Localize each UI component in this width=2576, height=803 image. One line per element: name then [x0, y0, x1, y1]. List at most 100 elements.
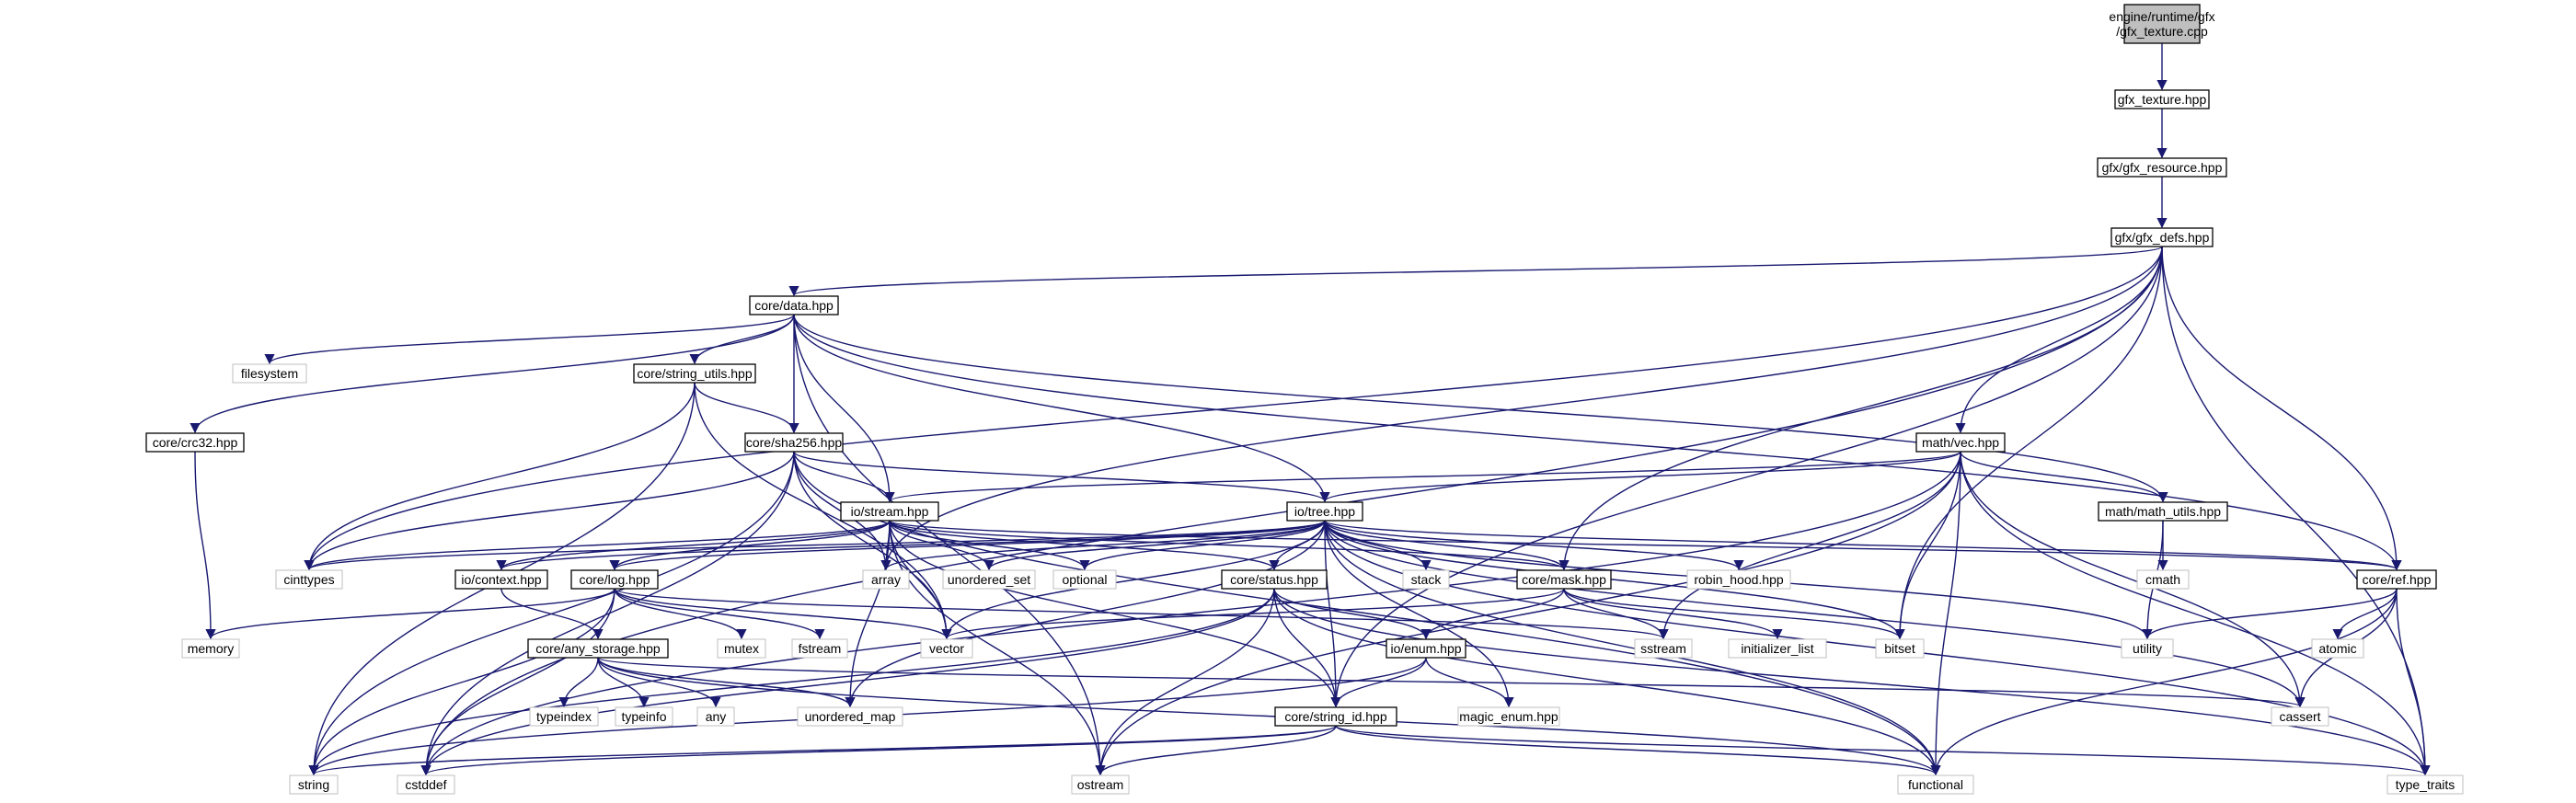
edge-any_storage-to-typeinfo [597, 657, 650, 708]
node-math-vec[interactable]: math/vec.hpp [1915, 432, 2006, 453]
node-root[interactable]: engine/runtime/gfx/gfx_texture.cpp [2109, 4, 2215, 44]
edge-io_context-to-any_storage [500, 588, 604, 640]
edge-string_id-to-ostream [1095, 725, 1337, 776]
node-label: core/mask.hpp [1522, 572, 1606, 587]
edge-io_tree-to-optional [1079, 520, 1326, 571]
edge-core_status-to-string_id [1273, 588, 1341, 708]
node-box [615, 706, 673, 727]
node-label: atomic [2318, 641, 2356, 656]
edge-core_mask-to-vector [941, 588, 1565, 640]
edge-core_mask-to-io_enum [1420, 588, 1565, 640]
edge-io_stream-to-vector [889, 520, 952, 640]
node-box [2098, 501, 2228, 522]
node-gfx-texture[interactable]: gfx_texture.hpp [2114, 89, 2210, 109]
node-any-storage[interactable]: core/any_storage.hpp [527, 638, 669, 659]
edge-core_mask-to-initializer_list [1563, 588, 1783, 640]
edge-math_vec-to-functional [1930, 451, 1961, 776]
node-box [1516, 569, 1612, 590]
edge-io_tree-to-core_mask [1324, 520, 1570, 571]
node-box [1897, 774, 1974, 795]
node-string-utils[interactable]: core/string_utils.hpp [633, 363, 756, 384]
node-core-mask[interactable]: core/mask.hpp [1516, 569, 1612, 590]
node-label: io/stream.hpp [851, 504, 929, 519]
edge-io_tree-to-unordered_set [983, 520, 1326, 571]
node-box [1071, 774, 1130, 795]
node-cmath: cmath [2136, 569, 2190, 590]
node-mutex: mutex [717, 638, 766, 659]
node-label: core/log.hpp [579, 572, 650, 587]
node-crc32[interactable]: core/crc32.hpp [145, 432, 245, 453]
node-label: io/context.hpp [461, 572, 541, 587]
node-string: string [289, 774, 339, 795]
node-label: core/sha256.hpp [746, 435, 843, 450]
edge-any_storage-to-cassert [597, 657, 2305, 708]
node-box [570, 569, 659, 590]
edge-core_ref-to-type_traits [2396, 588, 2431, 776]
node-box [633, 363, 756, 384]
node-label: core/data.hpp [754, 298, 834, 313]
node-typeinfo: typeinfo [615, 706, 673, 727]
node-box [145, 432, 245, 453]
node-io-context[interactable]: io/context.hpp [454, 569, 548, 590]
node-fstream: fstream [791, 638, 848, 659]
node-filesystem: filesystem [232, 363, 307, 384]
edge-any_storage-to-unordered_map [597, 657, 856, 708]
node-cinttypes: cinttypes [275, 569, 343, 590]
node-box [2271, 706, 2329, 727]
node-label: core/string_id.hpp [1284, 709, 1387, 724]
node-label: io/enum.hpp [1390, 641, 1461, 656]
node-label: unordered_set [948, 572, 1030, 587]
node-box [527, 638, 669, 659]
node-core-ref[interactable]: core/ref.hpp [2356, 569, 2437, 590]
node-label: utility [2133, 641, 2162, 656]
node-label: memory [188, 641, 235, 656]
node-label: math/math_utils.hpp [2105, 504, 2221, 519]
node-label: cinttypes [283, 572, 334, 587]
node-sha256[interactable]: core/sha256.hpp [744, 432, 844, 453]
edge-math_vec-to-ostream [1095, 451, 1961, 776]
node-label: /gfx_texture.cpp [2116, 24, 2208, 39]
node-box [797, 706, 903, 727]
node-label: functional [1908, 777, 1963, 792]
edge-gfx_defs-to-core_ref [2161, 246, 2402, 571]
node-gfx-resource[interactable]: gfx/gfx_resource.hpp [2097, 157, 2227, 178]
node-box [1274, 706, 1397, 727]
node-label: optional [1062, 572, 1107, 587]
node-cstddef: cstddef [397, 774, 455, 795]
node-box [1875, 638, 1925, 659]
node-any: any [696, 706, 735, 727]
node-box [2356, 569, 2437, 590]
node-io-enum[interactable]: io/enum.hpp [1386, 638, 1466, 659]
edge-string_id-to-functional [1335, 725, 1941, 776]
node-math-utils[interactable]: math/math_utils.hpp [2098, 501, 2228, 522]
node-label: core/crc32.hpp [153, 435, 238, 450]
node-box [275, 569, 343, 590]
node-core-data[interactable]: core/data.hpp [749, 295, 839, 315]
edge-io_stream-to-io_context [496, 520, 891, 571]
node-initializer-list: initializer_list [1728, 638, 1827, 659]
node-core-log[interactable]: core/log.hpp [570, 569, 659, 590]
node-box [529, 706, 599, 727]
edge-io_tree-to-core_ref [1324, 520, 2402, 571]
edge-io_stream-to-cinttypes [304, 520, 891, 571]
node-core-status[interactable]: core/status.hpp [1221, 569, 1328, 590]
node-io-stream[interactable]: io/stream.hpp [840, 501, 939, 522]
edge-string_id-to-cstddef [420, 725, 1337, 776]
node-gfx-defs[interactable]: gfx/gfx_defs.hpp [2110, 227, 2214, 247]
node-label: engine/runtime/gfx [2109, 9, 2214, 24]
edge-core_ref-to-functional [1930, 588, 2398, 776]
edge-math_vec-to-sstream [1658, 451, 1961, 640]
node-label: sstream [1640, 641, 1686, 656]
edge-any_storage-to-functional [597, 657, 1941, 776]
node-label: unordered_map [805, 709, 896, 724]
edge-core_log-to-string [308, 588, 615, 776]
edge-core_status-to-functional [1273, 588, 1941, 776]
edge-io_tree-to-string_id [1324, 520, 1341, 708]
node-io-tree[interactable]: io/tree.hpp [1286, 501, 1363, 522]
node-string-id[interactable]: core/string_id.hpp [1274, 706, 1397, 727]
node-label: magic_enum.hpp [1459, 709, 1558, 724]
node-atomic: atomic [2311, 638, 2364, 659]
edge-io_tree-to-functional [1324, 520, 1941, 776]
edge-core_log-to-vector [614, 588, 952, 640]
edge-sha256-to-io_tree [793, 451, 1330, 503]
